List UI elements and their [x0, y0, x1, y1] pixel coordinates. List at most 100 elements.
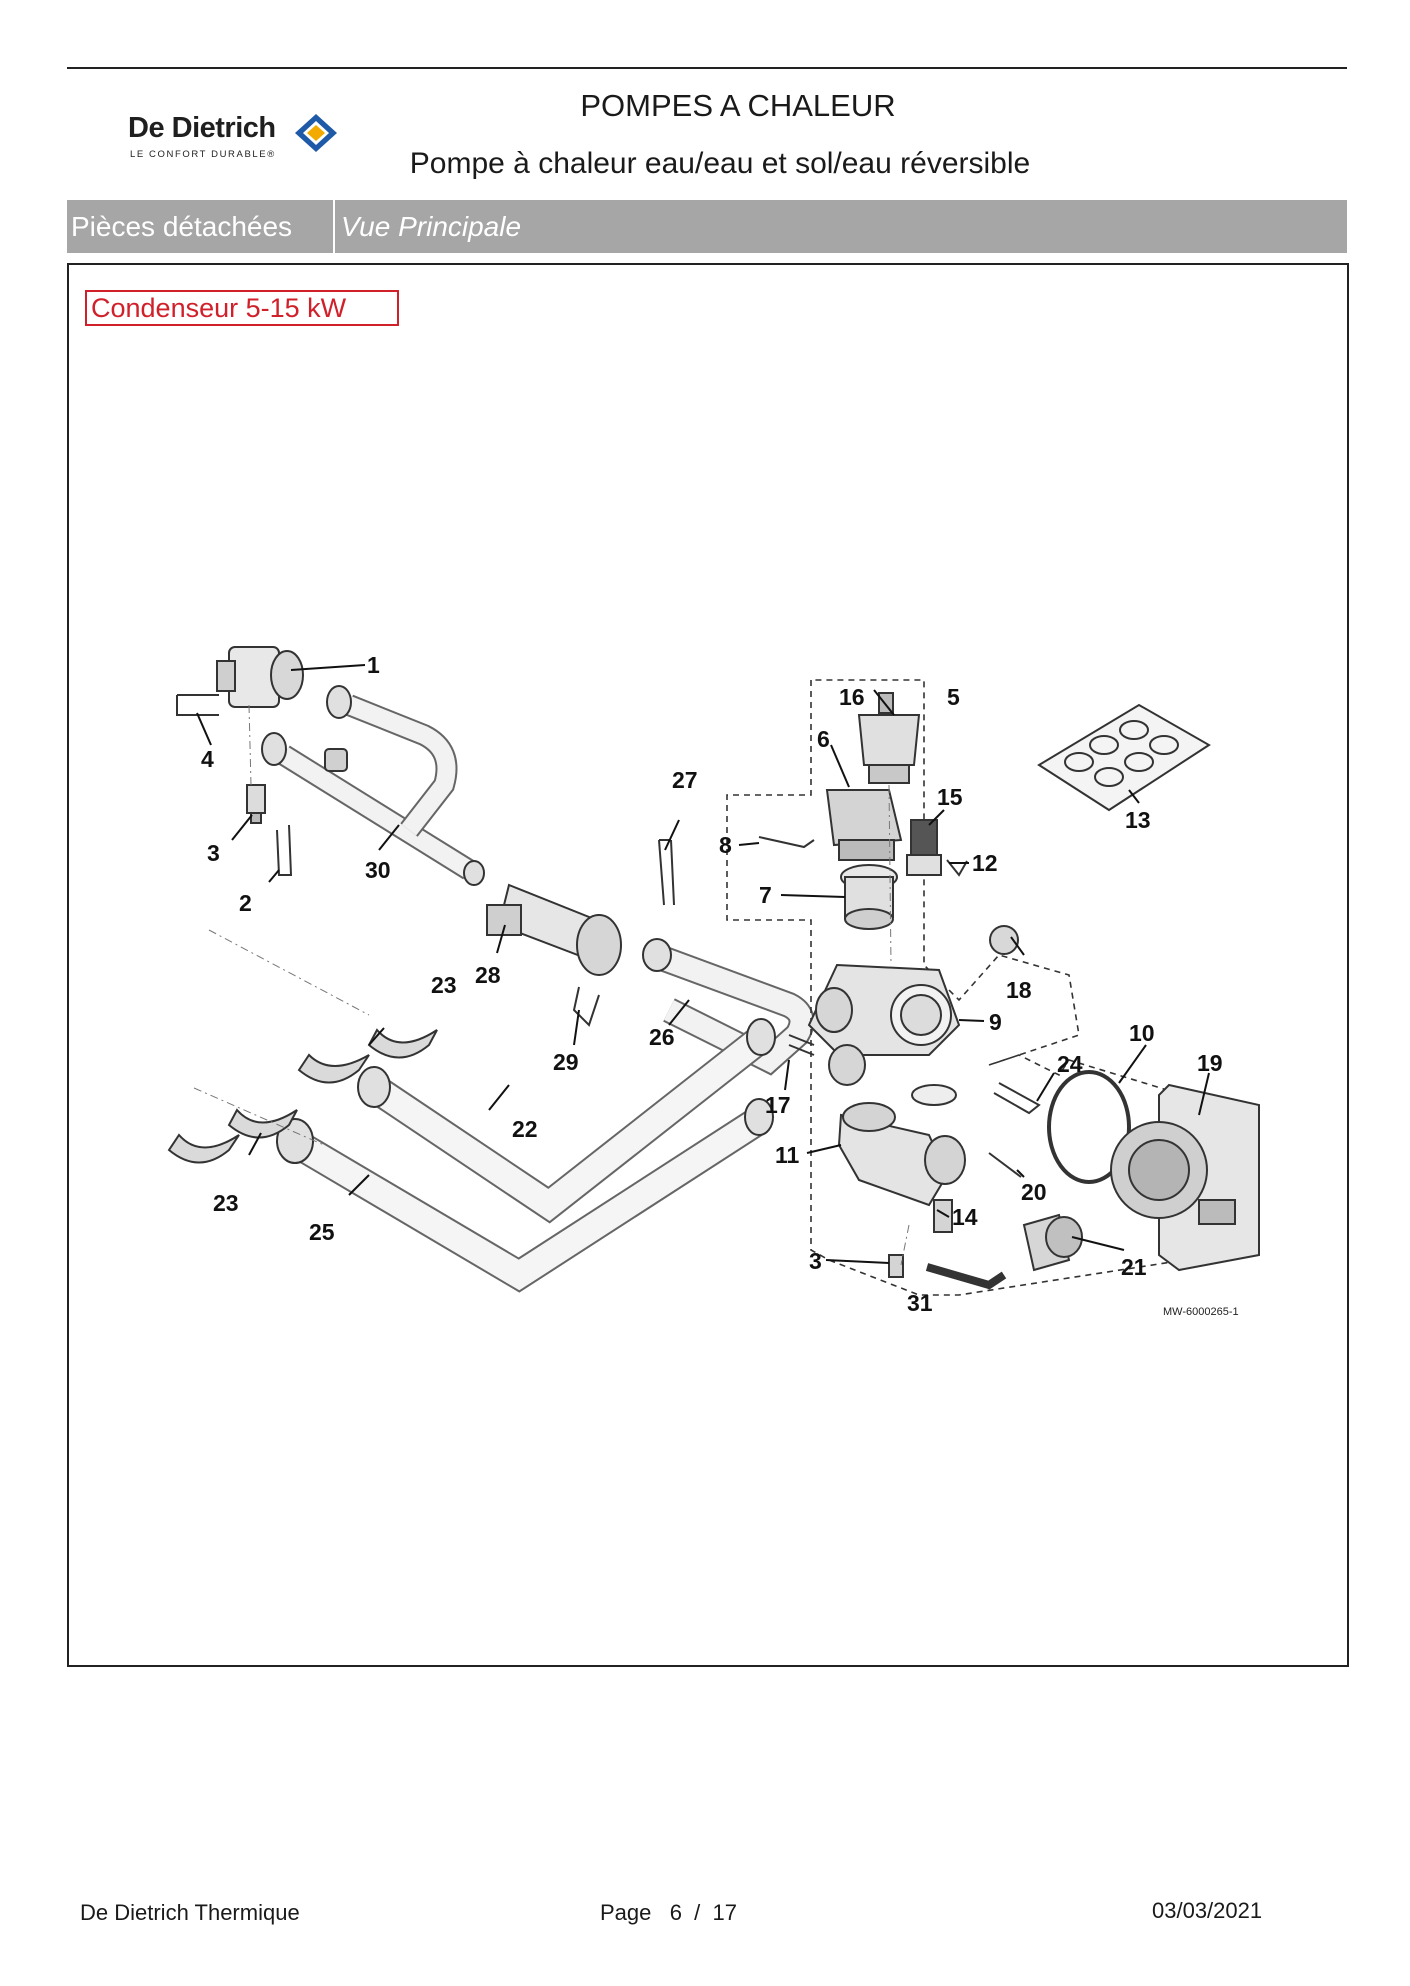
part-clip-8: [758, 836, 815, 849]
leader-9: [958, 1019, 985, 1022]
callout-30: 30: [365, 857, 391, 883]
callout-24: 24: [1057, 1051, 1083, 1077]
part-drain-14: [933, 1199, 953, 1233]
assembly-outline: [726, 679, 1250, 1296]
callout-20: 20: [1021, 1179, 1047, 1205]
leader-14: [936, 1209, 950, 1218]
part-cap-18: [989, 925, 1019, 955]
section-band: Pièces détachées Vue Principale: [67, 200, 1347, 253]
part-body-9: [807, 963, 961, 1086]
callout-21: 21: [1121, 1254, 1147, 1280]
leader-1: [290, 664, 366, 671]
leader-29: [573, 1009, 580, 1046]
leader-15: [928, 809, 945, 826]
part-filter-28: [486, 883, 622, 976]
part-pump-motor-19: [1110, 1083, 1260, 1272]
callout-23a: 23: [431, 972, 457, 998]
callout-10: 10: [1129, 1020, 1155, 1046]
part-tube-31: [925, 1263, 1007, 1290]
callout-9: 9: [989, 1009, 1002, 1035]
footer-page-number: Page 6 / 17: [600, 1900, 737, 1925]
part-valve-1: [216, 646, 304, 708]
part-pipe-22: [357, 1018, 776, 1224]
leader-3b: [825, 1259, 890, 1264]
callout-2: 2: [239, 890, 252, 916]
part-clip-24: [993, 1082, 1041, 1115]
callout-15: 15: [937, 784, 963, 810]
axis-line-b: [193, 1087, 325, 1146]
leader-21: [1071, 1236, 1125, 1251]
band-view: Vue Principale: [341, 211, 522, 242]
leader-18: [1010, 936, 1025, 956]
band-category: Pièces détachées: [67, 200, 335, 253]
callout-8: 8: [719, 832, 732, 858]
callout-16: 16: [839, 684, 865, 710]
part-bracket-4: [176, 694, 219, 716]
leader-4: [196, 712, 212, 746]
leader-13: [1128, 789, 1140, 804]
section-label: Condenseur 5-15 kW: [85, 290, 399, 326]
axis-line-d: [888, 784, 892, 966]
leader-30: [378, 824, 400, 851]
callout-12: 12: [972, 850, 998, 876]
callout-28: 28: [475, 962, 501, 988]
part-valve-21: [1022, 1213, 1083, 1272]
leader-27: [664, 819, 680, 851]
callout-1: 1: [367, 652, 380, 678]
document-title: POMPES A CHALEUR: [580, 88, 896, 123]
leader-28: [496, 924, 506, 954]
diagram-frame: Condenseur 5-15 kW: [67, 263, 1349, 1667]
diagram-reference: MW-6000265-1: [1163, 1306, 1239, 1318]
leader-3a: [231, 814, 253, 841]
leader-8: [738, 842, 760, 846]
part-cartridge-7: [840, 864, 898, 930]
part-pipe-30: [261, 685, 485, 886]
part-fitting-3a: [246, 784, 266, 824]
leader-20: [1016, 1169, 1025, 1178]
leader-lines: [196, 664, 1210, 1264]
leader-16: [873, 689, 895, 716]
callout-25: 25: [309, 1219, 335, 1245]
leader-19: [1198, 1072, 1210, 1116]
callout-19: 19: [1197, 1050, 1223, 1076]
callout-11: 11: [775, 1142, 800, 1168]
part-pipe-26: [642, 938, 815, 1076]
part-pipe-25: [276, 1098, 774, 1293]
part-shells-23b: [167, 1108, 298, 1164]
axis-line-c: [248, 704, 252, 786]
leader-25: [348, 1174, 370, 1196]
footer-company: De Dietrich Thermique: [80, 1900, 300, 1925]
leader-7: [780, 894, 846, 898]
callout-14: 14: [952, 1204, 978, 1230]
leader-22: [488, 1084, 510, 1111]
brand-tagline: LE CONFORT DURABLE®: [130, 149, 276, 160]
callout-31: 31: [907, 1290, 933, 1316]
callout-18: 18: [1006, 977, 1032, 1003]
part-clip-2: [276, 824, 293, 876]
part-clip-12: [946, 859, 968, 877]
leader-6: [830, 744, 850, 788]
leader-23a: [368, 1027, 385, 1046]
part-clip-29: [572, 986, 600, 1027]
callout-3b: 3: [809, 1248, 822, 1274]
part-clip-27: [658, 839, 675, 906]
part-gasket-set-13: [1037, 703, 1211, 812]
leader-24: [1036, 1072, 1055, 1102]
callout-4: 4: [201, 746, 214, 772]
leader-10: [1118, 1044, 1147, 1084]
callout-26: 26: [649, 1024, 675, 1050]
header-rule: [67, 67, 1347, 69]
part-fitting-3b: [888, 1254, 904, 1278]
part-manifold-11: [837, 1084, 966, 1207]
leader-11: [806, 1144, 842, 1154]
callout-23b: 23: [213, 1190, 239, 1216]
callout-labels: 1 2 3 3 4 5 6 7 8 9 10 11 12 13 14 15 16…: [201, 652, 1239, 1318]
leader-17: [784, 1059, 790, 1091]
diamond-logo-icon: [295, 114, 337, 152]
exploded-parts-diagram: 1 2 3 3 4 5 6 7 8 9 10 11 12 13 14 15 16…: [167, 646, 1260, 1318]
axis-line-e: [900, 1224, 910, 1266]
part-clip-20: [988, 1152, 1022, 1178]
callout-6: 6: [817, 726, 830, 752]
document-subtitle: Pompe à chaleur eau/eau et sol/eau réver…: [409, 147, 1031, 180]
callout-5: 5: [947, 684, 960, 710]
